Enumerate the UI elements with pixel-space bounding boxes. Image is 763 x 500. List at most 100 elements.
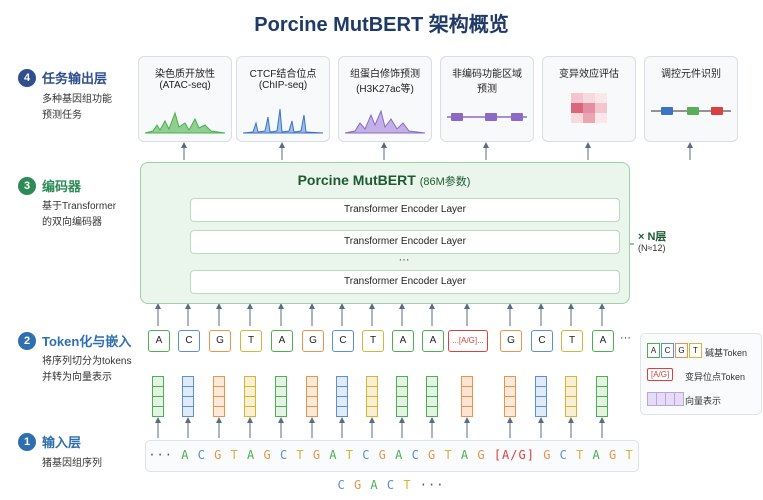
sequence-base: T [296,448,313,462]
task-histone-subtitle: (H3K27ac等) [356,84,414,95]
base-token: C [332,330,354,352]
step-1-description: 猪基因组序列 [42,456,142,472]
step-4-heading: 4 任务输出层 [18,68,107,87]
base-token: A [271,330,293,352]
blue-peaks-icon [243,108,323,134]
encoder-layer-n: Transformer Encoder Layer [190,270,620,294]
legend-base-token: G [675,343,688,358]
step-4-desc-line-1: 多种基因组功能 [42,94,112,105]
sequence-base: G [428,448,445,462]
sequence-base: G [477,448,494,462]
purple-peaks-icon [345,109,425,134]
step-1-heading: 1 输入层 [18,432,81,451]
token-vector [152,376,164,417]
task-arrows [181,142,693,160]
task-noncoding-region: 非编码功能区域 预测 [440,56,534,142]
sequence-base: G [543,448,560,462]
legend-base-token: A [647,343,660,358]
legend-vector-label: 向量表示 [685,396,722,406]
sequence-base: T [345,448,363,462]
base-token: T [240,330,262,352]
task-histone-title: 组蛋白修饰预测 [350,69,420,80]
task-atac-seq: 染色质开放性 (ATAC-seq) [138,56,232,142]
token-vector [182,376,194,417]
task-ctcf-subtitle: (ChIP-seq) [258,80,308,91]
sequence-base: A [247,448,264,462]
sequence-base: A [592,448,609,462]
token-vector [336,376,348,417]
sequence-base: T [230,448,248,462]
token-vector [396,376,408,417]
base-token: A [592,330,614,352]
sequence-to-vector-arrows [155,417,605,438]
step-2-description: 将序列切分为tokens 并转为向量表示 [42,354,152,386]
base-token: A [148,330,170,352]
legend-variant-label: 变异位点Token [685,372,746,382]
sequence-base: T [576,448,593,462]
legend-base-label: 碱基Token [705,348,748,358]
step-4-desc-line-2: 预测任务 [42,110,82,121]
task-noncoding-title: 非编码功能区域 [452,69,522,80]
encoder-params: (86M参数) [419,176,471,188]
step-3-desc-line-1: 基于Transformer [42,201,117,212]
legend-vector-icon [647,392,684,406]
encoder-title: Porcine MutBERT (86M参数) [140,172,628,189]
step-2-desc-line-1: 将序列切分为tokens [42,356,132,367]
step-3-desc-line-2: 的双向编码器 [42,217,102,228]
task-noncoding-subtitle: 预测 [477,84,497,95]
token-to-encoder-arrows [155,303,605,326]
step-2-heading: 2 Token化与嵌入 [18,331,131,350]
sequence-base: G [378,448,396,462]
base-token: T [362,330,384,352]
encoder-layer-2: Transformer Encoder Layer [190,230,620,254]
n-layer-value: (N≈12) [638,243,666,253]
sequence-base: C [279,448,297,462]
sequence-base: A [460,448,478,462]
sequence-base: C [362,448,379,462]
sequence-box [145,440,639,472]
step-2-number: 2 [18,331,36,350]
token-vector [426,376,438,417]
base-token: C [531,330,553,352]
heatmap-icon [571,93,607,123]
input-sequence: ··· A C G T A G C T G A T C G A C G T A … [145,440,637,492]
variant-token: ...[A/G]... [448,330,488,352]
token-vector [306,376,318,417]
encoder-model-name: Porcine MutBERT [297,172,416,188]
token-vector [244,376,256,417]
page-title: Porcine MutBERT 架构概览 [254,14,509,36]
step-4-description: 多种基因组功能 预测任务 [42,92,142,124]
token-vector [275,376,287,417]
sequence-base: G [214,448,231,462]
sequence-base: G [263,448,280,462]
task-ctcf-chip-seq: CTCF结合位点 (ChIP-seq) [236,56,330,142]
green-peaks-icon [145,111,225,134]
sequence-variant: [A/G] [493,448,544,462]
token-vector [565,376,577,417]
sequence-base: A [181,448,198,462]
sequence-base: G [609,448,626,462]
base-token: A [422,330,444,352]
step-3-heading: 3 编码器 [18,176,81,195]
token-vector [366,376,378,417]
task-regulatory-element: 调控元件识别 [644,56,738,142]
sequence-base: T [403,478,420,492]
token-vector [504,376,516,417]
sequence-base: C [337,478,354,492]
step-3-number: 3 [18,176,36,195]
sequence-base: A [370,478,387,492]
region-track-icon [447,113,527,121]
token-ellipsis: ··· [620,332,631,344]
sequence-base: T [625,448,634,462]
task-variant-title: 变异效应评估 [559,69,619,80]
encoder-layer-ellipsis: ··· [398,254,410,266]
n-layer-label: × N层 [638,231,667,243]
base-token: A [392,330,414,352]
base-token: G [500,330,522,352]
base-token: T [561,330,583,352]
step-3-title: 编码器 [42,179,82,194]
legend-base-token: T [689,343,702,358]
sequence-ellipsis-start: ··· [148,448,182,462]
legend-variant-token: [A/G] [647,368,674,381]
